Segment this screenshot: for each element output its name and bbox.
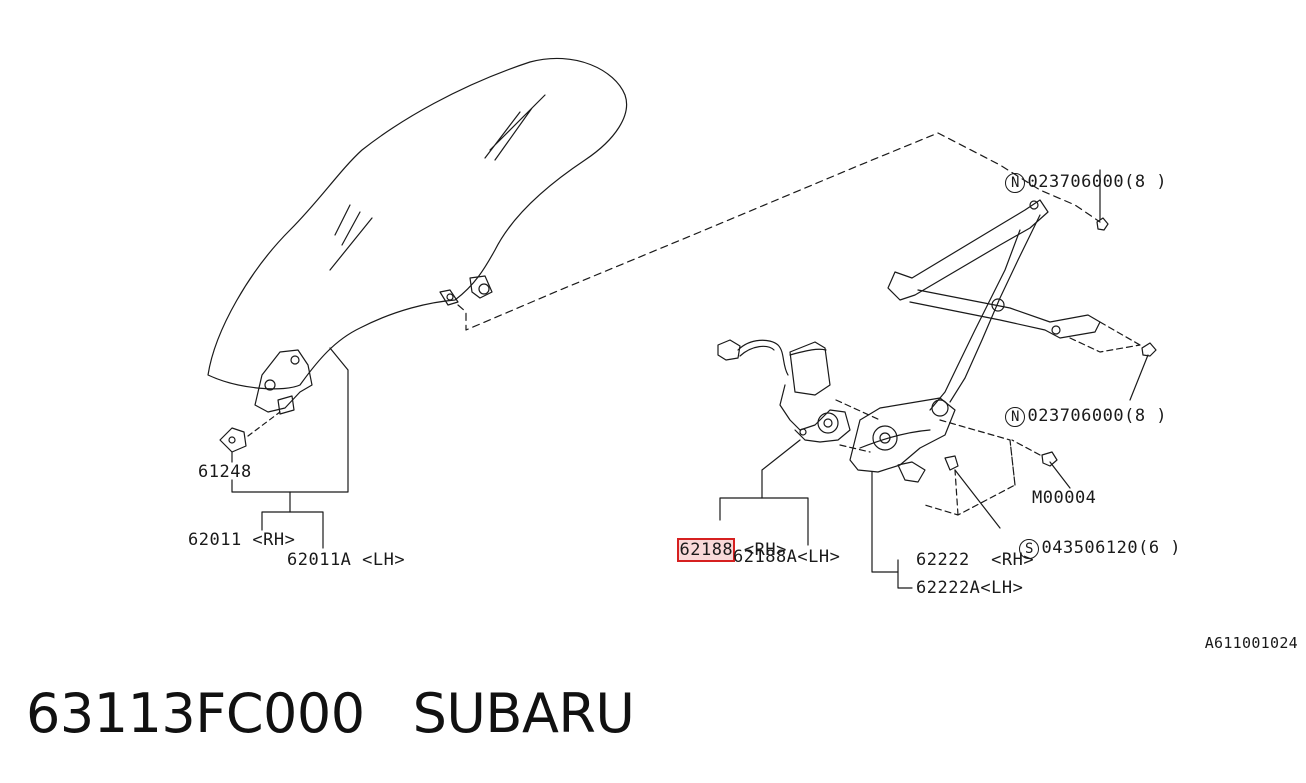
label-glass-lh[interactable]: 62011A <LH> xyxy=(287,550,406,570)
window-regulator xyxy=(849,199,1101,483)
label-regulator-rh[interactable]: 62222 <RH> xyxy=(916,550,1035,570)
label-glass-rh[interactable]: 62011 <RH> xyxy=(188,530,296,550)
clip-part xyxy=(219,411,281,453)
dashed-link-glass xyxy=(457,132,1101,331)
label-bolt-m[interactable]: M00004 xyxy=(1032,488,1097,508)
label-clip[interactable]: 61248 xyxy=(198,462,252,482)
regulator-motor xyxy=(717,339,851,443)
n-symbol-icon: N xyxy=(1005,407,1026,427)
label-nut-mid-text: 023706000(8 ) xyxy=(1027,406,1168,426)
glass-bracket xyxy=(254,349,313,415)
label-nut-top-text: 023706000(8 ) xyxy=(1027,172,1168,192)
part-number: 63113FC000 xyxy=(26,682,365,745)
leader-lines xyxy=(231,169,1149,589)
n-symbol-icon: N xyxy=(1005,173,1026,193)
diagram-reference-code: A611001024 xyxy=(1204,634,1298,652)
label-motor-rh-side: <RH> xyxy=(733,540,787,560)
parts-diagram xyxy=(207,57,1157,589)
fasteners xyxy=(944,217,1157,471)
label-motor-lh[interactable]: 62188A<LH> xyxy=(733,547,841,567)
label-regulator-lh[interactable]: 62222A<LH> xyxy=(916,578,1024,598)
highlighted-part-62188[interactable]: 62188 xyxy=(677,538,736,562)
door-glass xyxy=(207,57,628,390)
footer-title: 63113FC000 SUBARU xyxy=(26,682,635,745)
label-screw-s-text: 043506120(6 ) xyxy=(1041,538,1182,558)
brand-name: SUBARU xyxy=(412,682,635,745)
dashed-outline xyxy=(835,321,1141,516)
label-motor-rh[interactable]: 62188 <RH> xyxy=(658,520,787,562)
s-symbol-icon: S xyxy=(1019,539,1040,559)
